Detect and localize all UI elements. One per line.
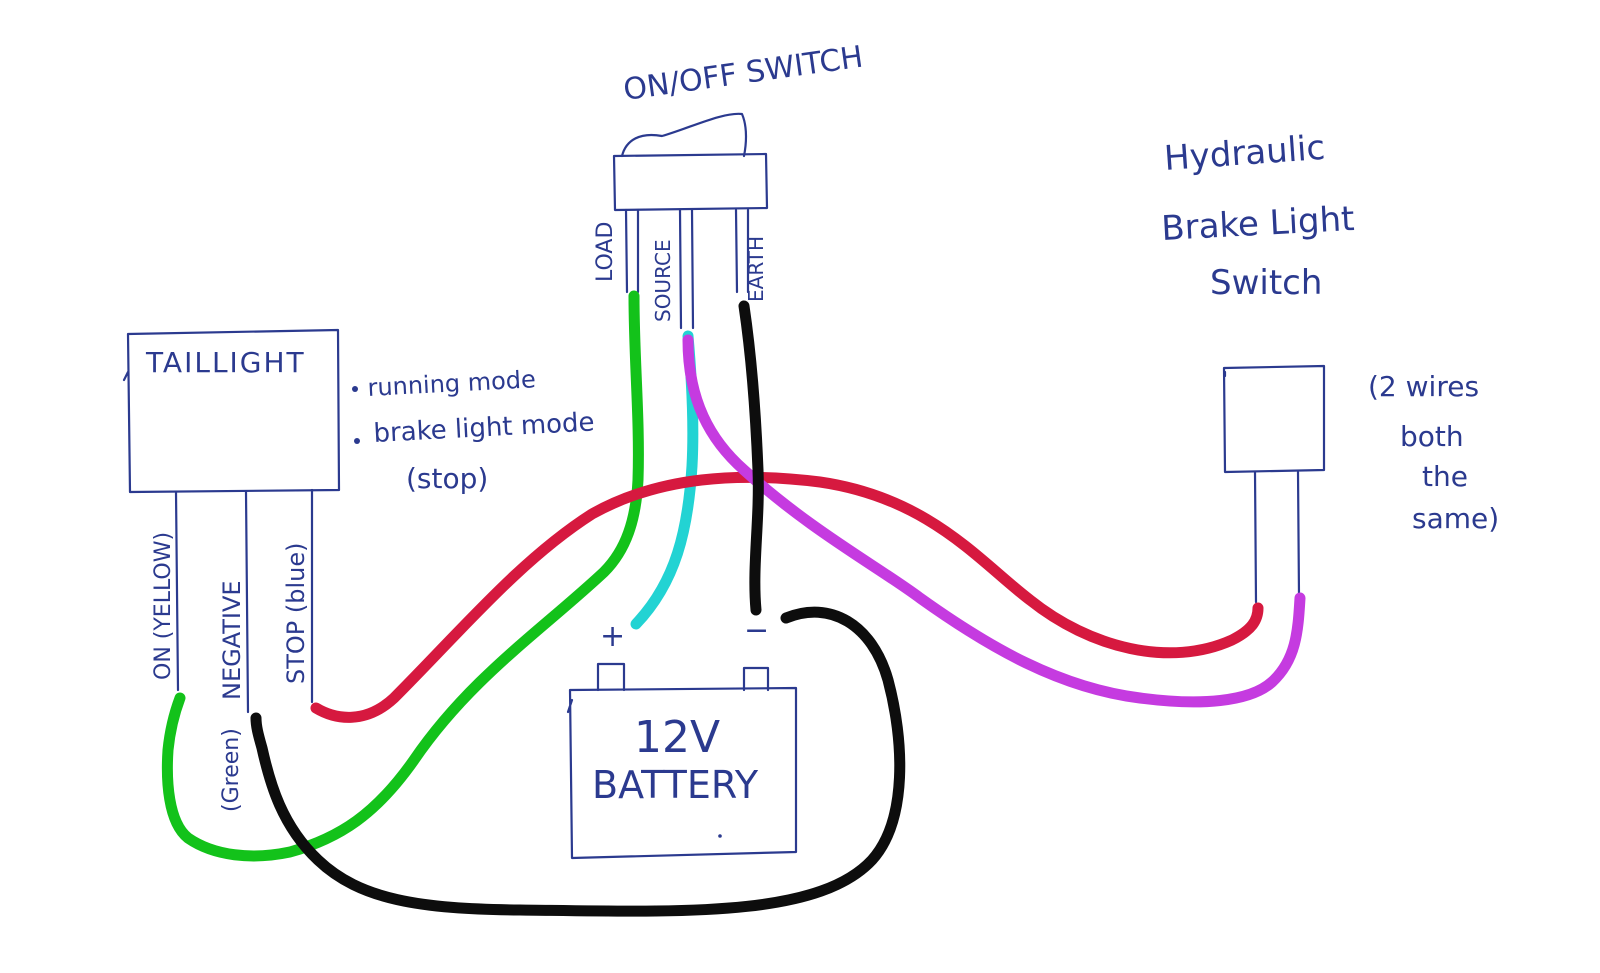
taillight-wire-leads bbox=[174, 488, 314, 714]
switch-pin-load bbox=[624, 208, 640, 294]
on-off-switch: ON/OFF SWITCH LOAD SOURCE EARTH bbox=[593, 40, 865, 330]
switch-body bbox=[612, 152, 769, 212]
battery-label-line2: BATTERY bbox=[592, 763, 759, 807]
wire-black-negative bbox=[250, 606, 906, 917]
pin-label-load: LOAD bbox=[593, 222, 618, 282]
taillight-label: TAILLIGHT bbox=[145, 346, 306, 379]
switch-title: ON/OFF SWITCH bbox=[621, 40, 865, 108]
hydraulic-label-line1: Hydraulic bbox=[1163, 128, 1327, 179]
pin-label-source: SOURCE bbox=[651, 239, 675, 322]
mode-stop: (stop) bbox=[406, 462, 488, 495]
two-wires-note-line4: same) bbox=[1412, 502, 1499, 535]
hydraulic-switch-wires bbox=[1253, 470, 1301, 604]
hydraulic-switch-body bbox=[1222, 364, 1326, 474]
battery-terminal-negative bbox=[742, 666, 770, 692]
hydraulic-label-line3: Switch bbox=[1210, 263, 1322, 303]
battery-body bbox=[566, 686, 798, 860]
wire-label-stop: STOP (blue) bbox=[282, 543, 310, 685]
mode-brake: brake light mode bbox=[373, 407, 595, 449]
two-wires-note-line3: the bbox=[1422, 460, 1468, 493]
wire-label-on: ON (YELLOW) bbox=[151, 532, 176, 680]
wire-label-negative: NEGATIVE bbox=[218, 580, 246, 700]
switch-pin-earth bbox=[734, 208, 750, 294]
two-wires-note-line2: both bbox=[1400, 420, 1464, 453]
switch-rocker bbox=[620, 112, 748, 158]
battery-dot bbox=[718, 834, 722, 838]
battery-minus: − bbox=[744, 613, 769, 648]
hydraulic-brake-light-switch: Hydraulic Brake Light Switch (2 wires bo… bbox=[1160, 128, 1499, 604]
wire-label-green: (Green) bbox=[219, 728, 244, 812]
battery-terminal-positive bbox=[596, 662, 626, 692]
switch-pin-source bbox=[678, 208, 695, 330]
mode-running: running mode bbox=[367, 365, 537, 402]
battery-label-line1: 12V bbox=[634, 712, 720, 763]
wires bbox=[161, 290, 1306, 917]
wire-black-earth bbox=[738, 300, 764, 616]
battery: + − 12V BATTERY bbox=[566, 613, 798, 860]
bullet-running bbox=[352, 386, 358, 392]
bullet-brake bbox=[354, 438, 360, 444]
two-wires-note-line1: (2 wires bbox=[1368, 370, 1479, 403]
battery-plus: + bbox=[600, 619, 625, 654]
wire-green bbox=[161, 290, 644, 862]
wire-red bbox=[310, 471, 1264, 723]
hydraulic-label-line2: Brake Light bbox=[1160, 199, 1355, 249]
pin-label-earth: EARTH bbox=[744, 236, 768, 302]
wire-magenta bbox=[682, 334, 1306, 708]
taillight-body bbox=[122, 328, 341, 494]
